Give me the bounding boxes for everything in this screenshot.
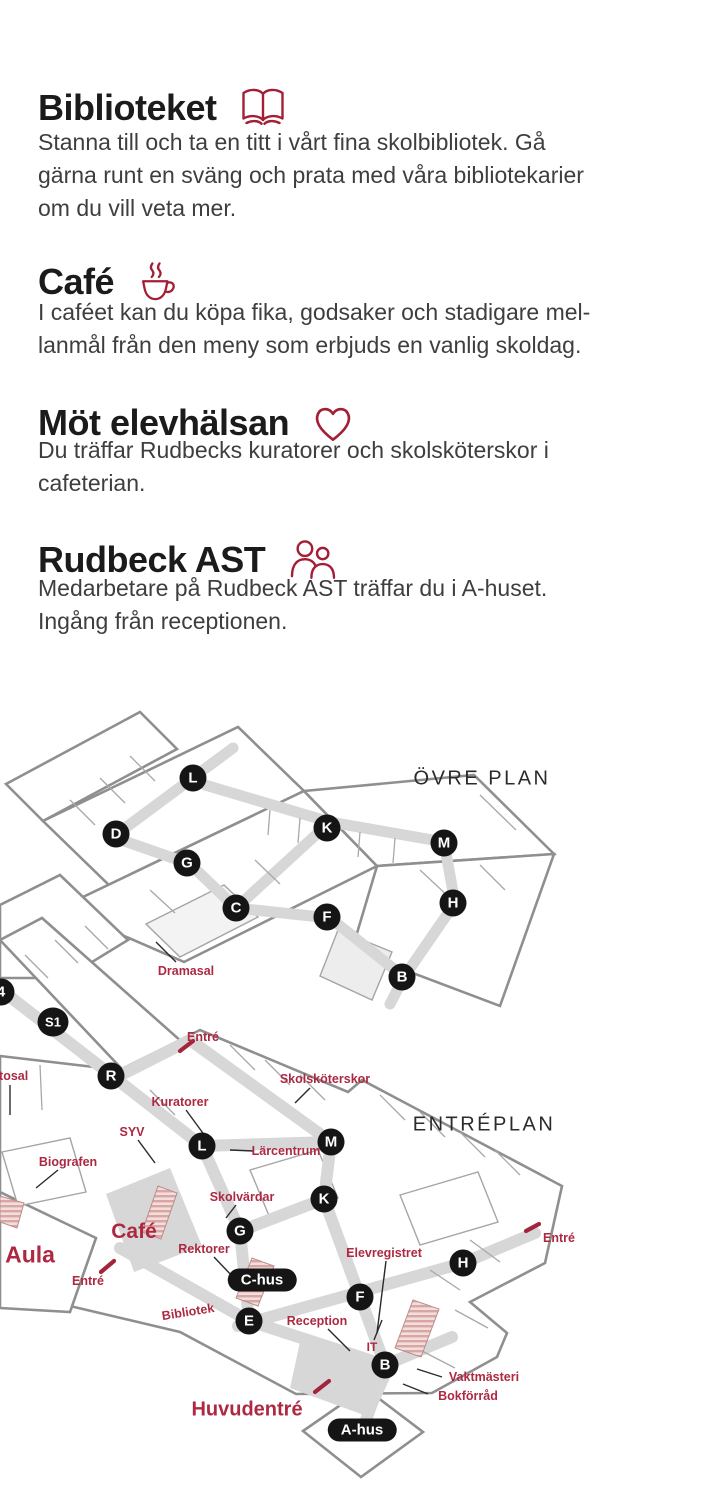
map-label-reception: Reception xyxy=(286,1314,348,1328)
map-label-it: IT xyxy=(366,1340,378,1354)
biografen-room xyxy=(1,1137,87,1207)
map-label-skolvardar: Skolvärdar xyxy=(209,1190,275,1204)
map-marker-ovre-b: B xyxy=(388,963,416,991)
map-label-rektorer: Rektorer xyxy=(178,1242,230,1256)
map-marker-entre-f: F xyxy=(346,1283,374,1311)
map-label-larcentrum: Lärcentrum xyxy=(251,1144,321,1158)
map-label-huvudentre: Huvudentré xyxy=(191,1398,303,1421)
section-title: Biblioteket xyxy=(38,87,217,128)
map-label-syv: SYV xyxy=(119,1125,145,1139)
section-heading-rudbeck-ast: Rudbeck AST xyxy=(38,539,339,581)
open-book-icon xyxy=(241,88,284,125)
section-body-cafe: I caféet kan du köpa fika, godsaker och … xyxy=(38,299,591,358)
map-building-badge-c-hus: C-hus xyxy=(227,1268,297,1292)
map-marker-entre-r: R xyxy=(97,1062,125,1090)
map-marker-ovre-l: L xyxy=(179,764,207,792)
section-title: Möt elevhälsan xyxy=(38,402,290,443)
map-label-entre: Entré xyxy=(72,1274,104,1288)
section-heading-biblioteket: Biblioteket xyxy=(38,87,287,129)
entrance-door-icon xyxy=(98,1038,542,1395)
map-marker-ovre-m: M xyxy=(430,829,458,857)
section-title: Rudbeck AST xyxy=(38,539,266,580)
section-body-biblioteket: Stanna till och ta en titt i vårt fina s… xyxy=(38,129,584,221)
map-marker-ovre-c: C xyxy=(222,894,250,922)
floor-title-ovre-plan: ÖVRE PLAN xyxy=(413,767,551,790)
map-marker-entre-b: B xyxy=(371,1351,399,1379)
section-heading-elevhalsan: Möt elevhälsan xyxy=(38,403,355,443)
map-label-elevregistret: Elevregistret xyxy=(346,1246,422,1260)
map-marker-ovre-k: K xyxy=(313,814,341,842)
map-label-cafe: Café xyxy=(111,1220,157,1243)
map-label-vaktmasteri: Vaktmästeri xyxy=(448,1370,520,1384)
section-body-rudbeck-ast: Medarbetare på Rudbeck AST träffar du i … xyxy=(38,575,548,634)
map-label-biografen: Biografen xyxy=(38,1155,98,1169)
floor-title-entreplan: ENTRÉPLAN xyxy=(412,1113,556,1136)
heart-icon xyxy=(315,407,351,441)
map-marker-ovre-g: G xyxy=(173,849,201,877)
map-marker-entre-m: M xyxy=(317,1128,345,1156)
map-marker-entre-s1: S1 xyxy=(37,1007,69,1037)
floor-plan-drawing xyxy=(0,710,564,1479)
map-marker-entre-l: L xyxy=(188,1132,216,1160)
map-marker-ovre-f: F xyxy=(313,903,341,931)
section-title: Café xyxy=(38,261,115,302)
map-label-fotosal: Fotosal xyxy=(0,1069,29,1083)
map-label-bibliotek: Bibliotek xyxy=(160,1300,216,1324)
map-marker-entre-k: K xyxy=(310,1185,338,1213)
map-marker-entre-h: H xyxy=(449,1249,477,1277)
map-label-dramasal: Dramasal xyxy=(157,964,215,978)
ovre-room-walls xyxy=(69,755,517,914)
section-heading-cafe: Café xyxy=(38,261,176,303)
map-label-bokforrad: Bokförråd xyxy=(438,1389,498,1403)
map-building-badge-a-hus: A-hus xyxy=(327,1418,397,1442)
coffee-cup-icon xyxy=(142,262,175,301)
courtyard-room xyxy=(399,1171,499,1246)
people-icon xyxy=(290,540,336,579)
map-marker-entre-e: E xyxy=(235,1307,263,1335)
entreplan-room-walls xyxy=(24,925,521,1369)
map-marker-entre-4: 4 xyxy=(0,978,15,1006)
entrance-hall-floor xyxy=(290,1342,398,1418)
map-label-skolskoterskor: Skolsköterskor xyxy=(279,1072,371,1086)
map-label-entre: Entré xyxy=(187,1030,219,1044)
map-label-aula: Aula xyxy=(5,1241,55,1268)
section-body-elevhalsan: Du träffar Rudbecks kuratorer och skolsk… xyxy=(38,437,549,496)
map-label-kuratorer: Kuratorer xyxy=(151,1095,209,1109)
map-label-entre: Entré xyxy=(543,1231,575,1245)
map-marker-ovre-h: H xyxy=(439,889,467,917)
map-marker-entre-g: G xyxy=(226,1217,254,1245)
map-marker-ovre-d: D xyxy=(102,820,130,848)
